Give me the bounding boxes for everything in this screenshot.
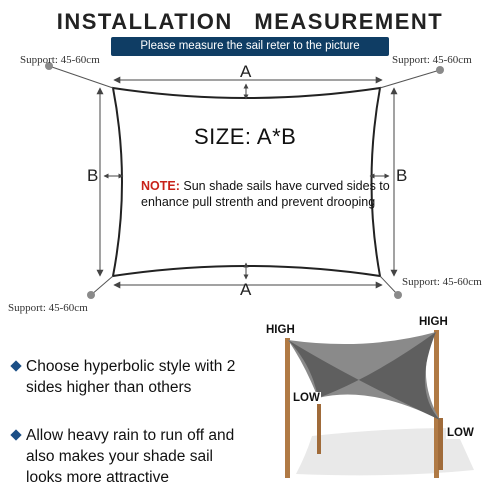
support-label-bottom-right: Support: 45-60cm: [402, 276, 482, 288]
label-low-left: LOW: [292, 392, 321, 404]
support-label-top-right: Support: 45-60cm: [392, 54, 472, 66]
feature-bullet-hyperbolic: Choose hyperbolic style with 2 sides hig…: [10, 356, 245, 398]
post-high-left: [285, 338, 290, 478]
support-post-bl: [87, 291, 95, 299]
page-title: INSTALLATION MEASUREMENT: [56, 9, 444, 34]
feature-bullet-rain: Allow heavy rain to run off and also mak…: [10, 425, 245, 488]
note-label: NOTE:: [141, 179, 180, 193]
label-high-left: HIGH: [266, 324, 295, 336]
post-high-right: [434, 330, 439, 478]
bullet-text: Choose hyperbolic style with 2 sides hig…: [26, 358, 236, 396]
sail-shadow: [296, 428, 474, 476]
support-cord-bl: [90, 275, 114, 296]
hyperbolic-sail-illustration: [285, 330, 474, 478]
sail-front-panel: [288, 332, 440, 420]
dim-label-top-a: A: [240, 62, 252, 81]
label-high-right: HIGH: [419, 316, 448, 328]
label-low-right: LOW: [446, 427, 475, 439]
support-post-tl: [45, 62, 53, 70]
dim-label-bottom-a: A: [240, 280, 252, 299]
sail-note: NOTE: Sun shade sails have curved sides …: [141, 178, 391, 210]
post-low-left: [317, 398, 321, 454]
support-label-bottom-left: Support: 45-60cm: [8, 302, 88, 314]
dim-label-left-b: B: [87, 166, 99, 185]
note-text: Sun shade sails have curved sides to enh…: [141, 179, 390, 209]
support-post-br: [394, 291, 402, 299]
post-low-right: [438, 418, 443, 470]
support-post-tr: [436, 66, 444, 74]
bullet-text: Allow heavy rain to run off and also mak…: [26, 427, 235, 486]
size-formula: SIZE: A*B: [194, 124, 297, 149]
instruction-banner: Please measure the sail reter to the pic…: [111, 37, 389, 56]
support-label-top-left: Support: 45-60cm: [20, 54, 100, 66]
dim-label-right-b: B: [396, 166, 408, 185]
support-cord-tl: [48, 65, 114, 89]
support-cord-tr: [379, 69, 441, 89]
support-cord-br: [379, 275, 399, 296]
